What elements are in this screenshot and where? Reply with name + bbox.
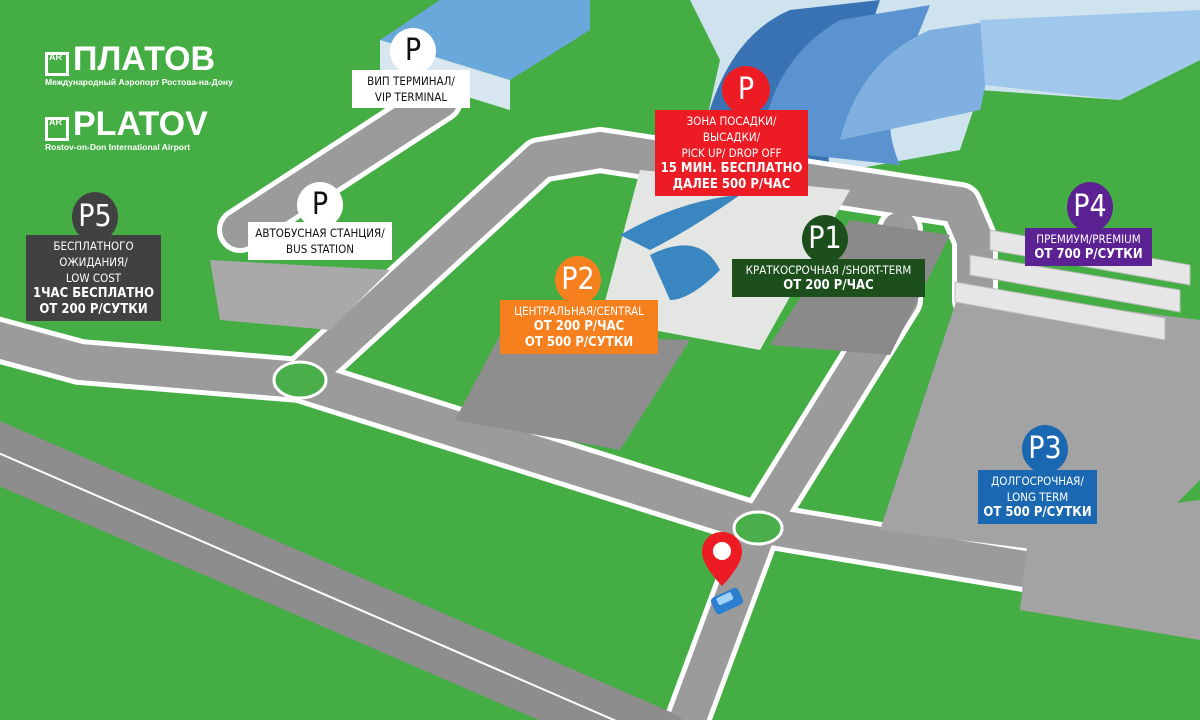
you-are-here-marker[interactable] bbox=[700, 530, 760, 625]
p2-parking-marker[interactable]: P2 bbox=[555, 256, 601, 304]
roundabout-south bbox=[732, 510, 784, 546]
dropoff-label: ЗОНА ПОСАДКИ/ВЫСАДКИ/PICK UP/ DROP OFF 1… bbox=[655, 110, 808, 196]
bus-station-parking-marker[interactable]: P bbox=[297, 182, 343, 228]
roundabout-west bbox=[272, 360, 328, 400]
bus-station-label: АВТОБУСНАЯ СТАНЦИЯ/BUS STATION bbox=[248, 222, 392, 260]
p4-label: ПРЕМИУМ/PREMIUM ОТ 700 Р/СУТКИ bbox=[1025, 228, 1152, 266]
logo-mark-icon: AR bbox=[45, 117, 69, 141]
dropoff-parking-marker[interactable]: P bbox=[722, 66, 770, 114]
p1-parking-marker[interactable]: P1 bbox=[802, 215, 848, 263]
p3-label: ДОЛГОСРОЧНАЯ/LONG TERM ОТ 500 Р/СУТКИ bbox=[978, 470, 1097, 524]
p3-parking-marker[interactable]: P3 bbox=[1022, 425, 1068, 473]
plaza-fountain bbox=[620, 195, 740, 300]
lot-east bbox=[1020, 500, 1200, 640]
p1-label: КРАТКОСРОЧНАЯ /SHORT-TERM ОТ 200 Р/ЧАС bbox=[732, 259, 925, 297]
vip-terminal-label: ВИП ТЕРМИНАЛ/VIP TERMINAL bbox=[352, 70, 470, 108]
p4-parking-marker[interactable]: P4 bbox=[1067, 182, 1113, 232]
p2-lot bbox=[455, 335, 690, 450]
car-icon bbox=[710, 587, 744, 615]
bus-station-lot bbox=[210, 260, 390, 330]
logo-mark-icon: AR bbox=[45, 52, 69, 76]
p5-parking-marker[interactable]: P5 bbox=[72, 192, 118, 242]
vip-parking-marker[interactable]: P bbox=[390, 28, 436, 74]
